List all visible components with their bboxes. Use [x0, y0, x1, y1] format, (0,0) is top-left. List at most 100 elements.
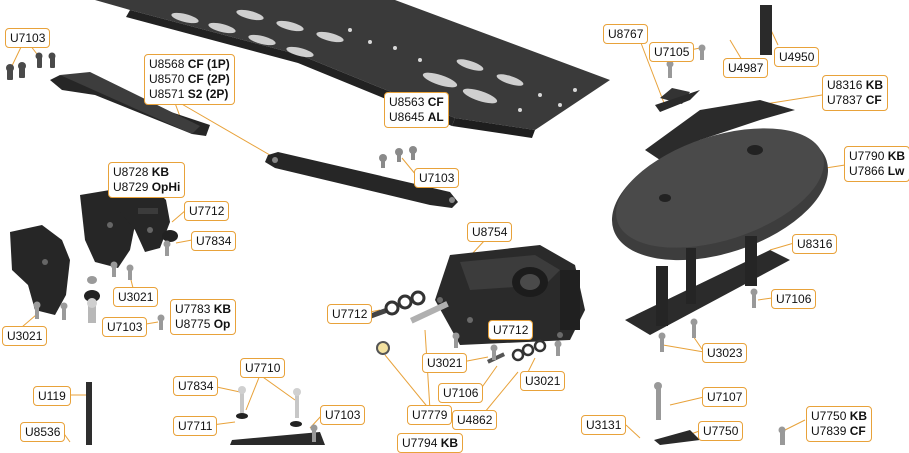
part-number: U7712: [332, 307, 368, 321]
part-number: U8775: [175, 317, 211, 331]
part-variant: CF: [865, 93, 882, 107]
callout-u7711: U7711: [173, 416, 218, 436]
part-number: U7103: [10, 31, 46, 45]
callout-u119: U119: [33, 386, 71, 406]
callout-u7106-center: U7106: [438, 383, 484, 403]
part-variant: OpHi: [151, 180, 181, 194]
callout-u3023: U3023: [702, 343, 748, 363]
callout-u7103-mid: U7103: [414, 168, 460, 188]
callout-u4987: U4987: [723, 58, 769, 78]
rear-brace: [50, 72, 210, 136]
motor-mount: [435, 245, 585, 345]
part-number: U3021: [118, 290, 154, 304]
part-number: U7103: [325, 408, 361, 422]
part-number: U7710: [245, 361, 281, 375]
callout-u8568-group: U8568 CF (1P) U8570 CF (2P) U8571 S2 (2P…: [144, 54, 235, 105]
part-number: U4950: [779, 50, 815, 64]
part-variant: S2 (2P): [187, 87, 229, 101]
part-variant: KB: [440, 436, 459, 450]
part-number: U8568: [149, 57, 185, 71]
part-variant: CF: [849, 424, 866, 438]
part-number: U7103: [107, 320, 143, 334]
screw-set-mid: [379, 146, 417, 168]
callout-u7103-left: U7103: [102, 317, 148, 337]
part-variant: KB: [887, 149, 906, 163]
part-number: U7794: [402, 436, 438, 450]
part-number: U7839: [811, 424, 847, 438]
part-number: U7783: [175, 302, 211, 316]
mid-brace: [265, 152, 458, 208]
part-number: U7866: [849, 164, 885, 178]
part-number: U7779: [412, 408, 448, 422]
callout-u4950: U4950: [774, 47, 820, 67]
callout-u8316-right: U8316: [792, 234, 838, 254]
part-variant: KB: [151, 165, 170, 179]
callout-u8767: U8767: [603, 24, 649, 44]
bottom-left-parts: [86, 382, 325, 445]
part-number: U7834: [178, 379, 214, 393]
part-number: U8645: [389, 110, 425, 124]
front-bumper-assembly: [611, 5, 829, 445]
callout-u7712-center-a: U7712: [327, 304, 373, 324]
callout-u7712-center-b: U7712: [488, 320, 534, 340]
callout-u3021-left-a: U3021: [113, 287, 159, 307]
callout-u8316-group: U8316 KB U7837 CF: [822, 75, 889, 111]
callout-u8536: U8536: [20, 422, 66, 442]
callout-u7783-group: U7783 KB U8775 Op: [170, 299, 237, 335]
part-number: U119: [38, 389, 66, 403]
part-variant: KB: [865, 78, 884, 92]
part-number: U4987: [728, 61, 764, 75]
part-number: U8729: [113, 180, 149, 194]
callout-u7103-bottom: U7103: [320, 405, 366, 425]
callout-u7103-topleft: U7103: [5, 28, 51, 48]
screw-set-left: [33, 240, 171, 330]
part-number: U8316: [827, 78, 863, 92]
callout-u7790-group: U7790 KB U7866 Lw: [844, 146, 909, 182]
chassis-plate: [95, 0, 610, 138]
part-number: U7106: [443, 386, 479, 400]
part-number: U7837: [827, 93, 863, 107]
callout-u7834-left: U7834: [191, 231, 237, 251]
callout-u7710: U7710: [240, 358, 286, 378]
part-variant: CF: [427, 95, 444, 109]
part-variant: AL: [427, 110, 444, 124]
part-number: U7750: [703, 424, 739, 438]
callout-u3021-left-b: U3021: [2, 326, 48, 346]
part-number: U8767: [608, 27, 644, 41]
part-number: U7834: [196, 234, 232, 248]
part-number: U7107: [707, 390, 743, 404]
callout-u7712-left: U7712: [184, 201, 230, 221]
callout-u7107: U7107: [702, 387, 748, 407]
part-number: U8754: [472, 225, 508, 239]
part-number: U8563: [389, 95, 425, 109]
part-number: U3131: [586, 418, 622, 432]
callout-u8728-group: U8728 KB U8729 OpHi: [108, 162, 186, 198]
callout-u7834-bottom: U7834: [173, 376, 219, 396]
part-number: U7711: [178, 419, 213, 433]
callout-u8563-group: U8563 CF U8645 AL: [384, 92, 449, 128]
callout-u8754: U8754: [467, 222, 513, 242]
part-number: U7103: [419, 171, 455, 185]
part-variant: Lw: [887, 164, 905, 178]
part-number: U7105: [654, 45, 690, 59]
part-number: U3021: [525, 374, 561, 388]
part-variant: CF (1P): [187, 57, 230, 71]
callout-u4862: U4862: [452, 410, 498, 430]
callout-u7106-right: U7106: [771, 289, 817, 309]
part-number: U8570: [149, 72, 185, 86]
part-number: U4862: [457, 413, 493, 427]
callout-u7750-bottom: U7750: [698, 421, 744, 441]
screw-set-topleft: [6, 52, 56, 80]
callout-u3131: U3131: [581, 415, 627, 435]
part-number: U8728: [113, 165, 149, 179]
callout-u3021-right: U3021: [520, 371, 566, 391]
part-number: U8316: [797, 237, 833, 251]
part-number: U7712: [189, 204, 225, 218]
callout-u7794: U7794 KB: [397, 433, 464, 453]
part-variant: Op: [213, 317, 231, 331]
washer-set: [357, 290, 562, 364]
part-number: U7790: [849, 149, 885, 163]
part-number: U8536: [25, 425, 61, 439]
callout-u3021-center: U3021: [422, 353, 468, 373]
